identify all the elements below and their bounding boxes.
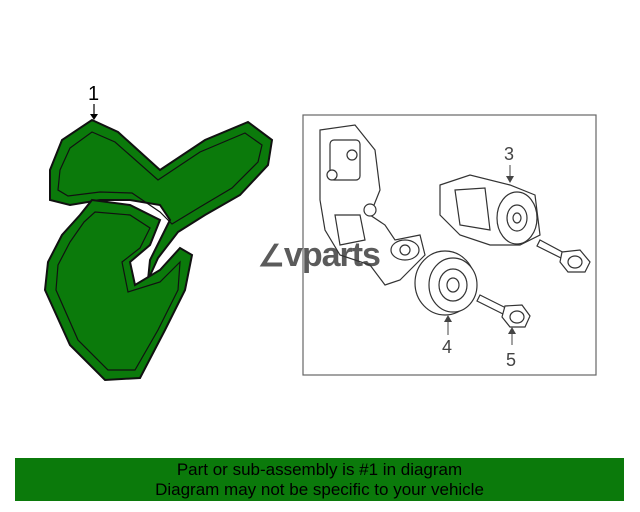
detail-panel <box>302 114 597 376</box>
watermark-text: vparts <box>283 236 381 274</box>
callout-belt-label: 1 <box>88 83 99 105</box>
belt-tensioner <box>439 174 541 246</box>
callout-tensioner-label: 3 <box>504 144 514 164</box>
info-banner: Part or sub-assembly is #1 in diagram Di… <box>15 458 624 501</box>
banner-line-1: Part or sub-assembly is #1 in diagram <box>176 459 463 479</box>
watermark-logo: ∠vparts <box>258 236 381 275</box>
callout-idler-pulley: 4 <box>442 315 452 357</box>
idler-bolt <box>476 294 531 328</box>
idler-pulley <box>414 250 478 316</box>
callout-belt: 1 <box>88 83 99 120</box>
tensioner-bolt <box>536 239 591 273</box>
banner-line-2: Diagram may not be specific to your vehi… <box>155 479 484 499</box>
callout-idler-pulley-label: 4 <box>442 337 452 357</box>
serpentine-belt <box>43 118 274 382</box>
watermark-mark: ∠ <box>258 240 285 273</box>
callout-bolt: 5 <box>506 327 516 370</box>
callout-bolt-label: 5 <box>506 350 516 370</box>
callout-tensioner: 3 <box>504 144 514 183</box>
mounting-bracket <box>319 124 426 286</box>
